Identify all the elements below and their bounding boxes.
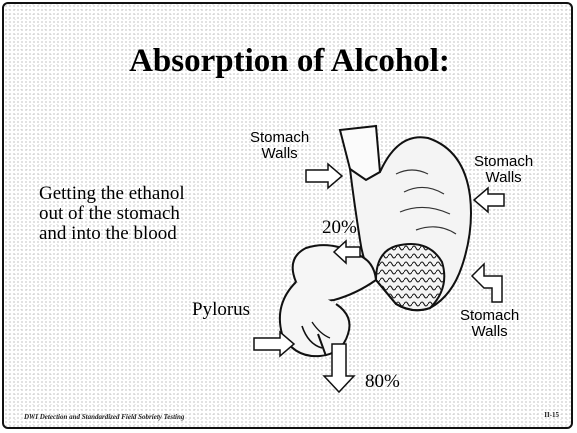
stomach-walls-label: Stomach Walls [460, 308, 519, 340]
percent-20-label: 20% [322, 218, 357, 238]
stomach-walls-label: Stomach Walls [474, 154, 533, 186]
arrow-icon [474, 188, 504, 212]
slide: Absorption of Alcohol: Getting the ethan… [2, 2, 573, 429]
pylorus-label: Pylorus [192, 300, 250, 320]
arrow-icon [472, 264, 502, 302]
stomach-walls-label: Stomach Walls [250, 130, 309, 162]
stomach-diagram [4, 4, 573, 429]
arrow-icon [306, 164, 342, 188]
footer-text: DWI Detection and Standardized Field Sob… [24, 413, 184, 421]
page-number: II-15 [544, 411, 559, 419]
percent-80-label: 80% [365, 372, 400, 392]
